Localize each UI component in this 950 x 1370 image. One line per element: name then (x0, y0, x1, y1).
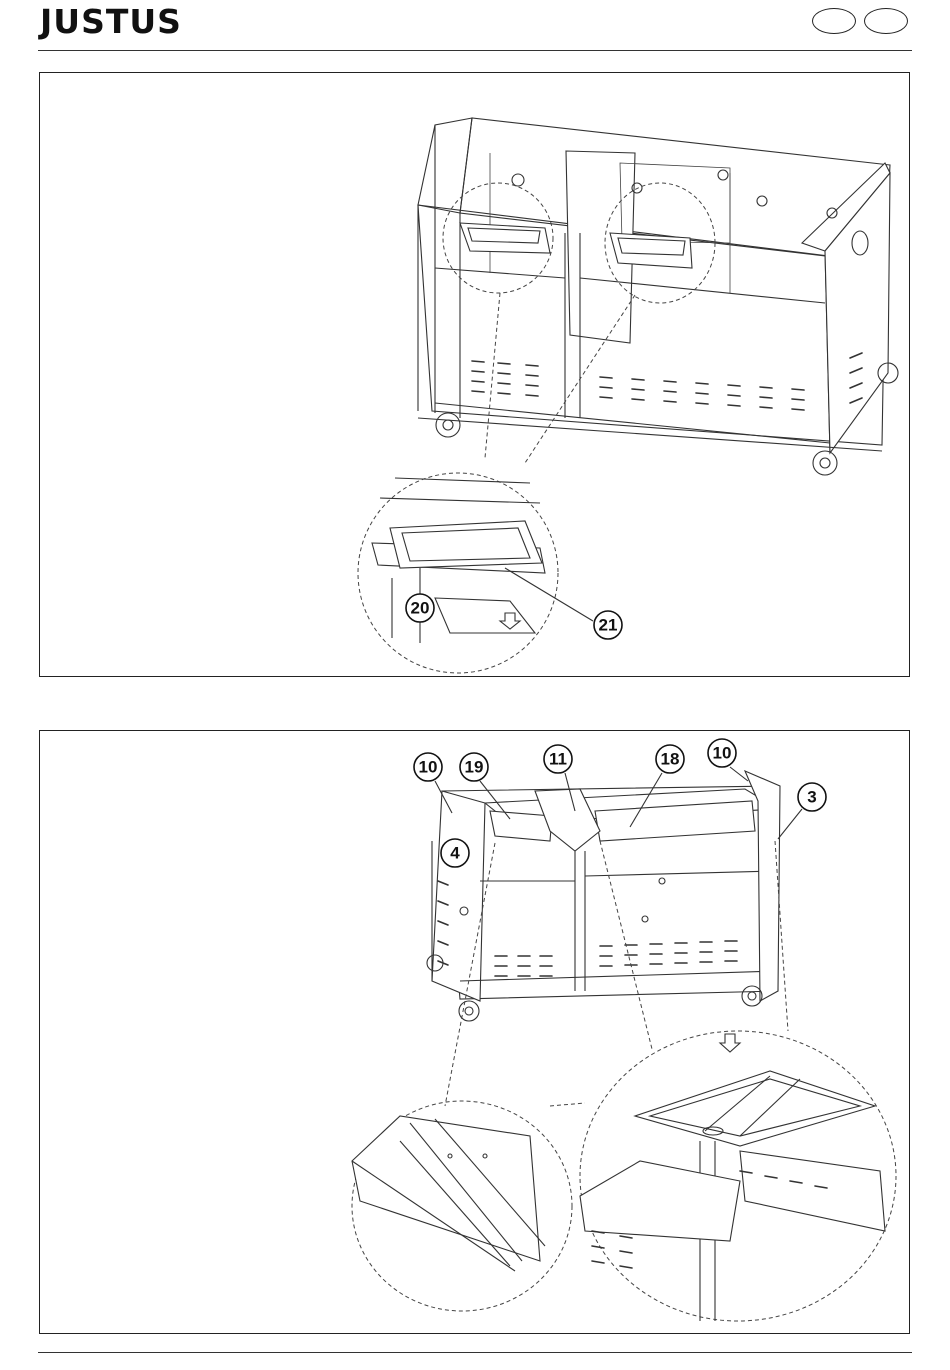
callout-part-19: 19 (460, 753, 488, 781)
svg-text:4: 4 (450, 844, 460, 863)
grill-cart-grease-tray-diagram: 10 19 11 18 10 3 4 (40, 731, 911, 1335)
callout-part-21: 21 (594, 611, 622, 639)
grill-cart-drip-tray-diagram: 20 21 (40, 73, 911, 678)
detail-zoom-right (580, 1031, 896, 1321)
assembly-step-panel-1: 20 21 (39, 72, 910, 677)
header-rule (38, 50, 912, 51)
svg-text:10: 10 (419, 758, 438, 777)
footer-rule (38, 1352, 912, 1353)
assembly-step-panel-2: 10 19 11 18 10 3 4 (39, 730, 910, 1334)
drip-tray-small-left (460, 223, 550, 253)
callout-part-3: 3 (798, 783, 826, 811)
svg-text:10: 10 (713, 744, 732, 763)
language-badge-1 (812, 8, 856, 34)
callout-part-11: 11 (544, 745, 572, 773)
detail-zoom-left (352, 1101, 572, 1311)
svg-text:18: 18 (661, 750, 680, 769)
callout-part-20: 20 (406, 594, 434, 622)
svg-text:20: 20 (411, 599, 430, 618)
svg-text:21: 21 (599, 616, 618, 635)
svg-text:11: 11 (549, 750, 567, 769)
callout-part-18: 18 (656, 745, 684, 773)
language-badge-2 (864, 8, 908, 34)
callout-part-4: 4 (441, 839, 469, 867)
svg-text:3: 3 (807, 788, 816, 807)
brand-logo: JUSTUS (40, 2, 182, 41)
cart-frame (418, 118, 890, 453)
detail-zoom-circle (358, 473, 593, 673)
drip-tray-small-right (610, 233, 692, 268)
callout-part-10-right: 10 (708, 739, 736, 767)
svg-text:19: 19 (465, 758, 484, 777)
callout-part-10-left: 10 (414, 753, 442, 781)
